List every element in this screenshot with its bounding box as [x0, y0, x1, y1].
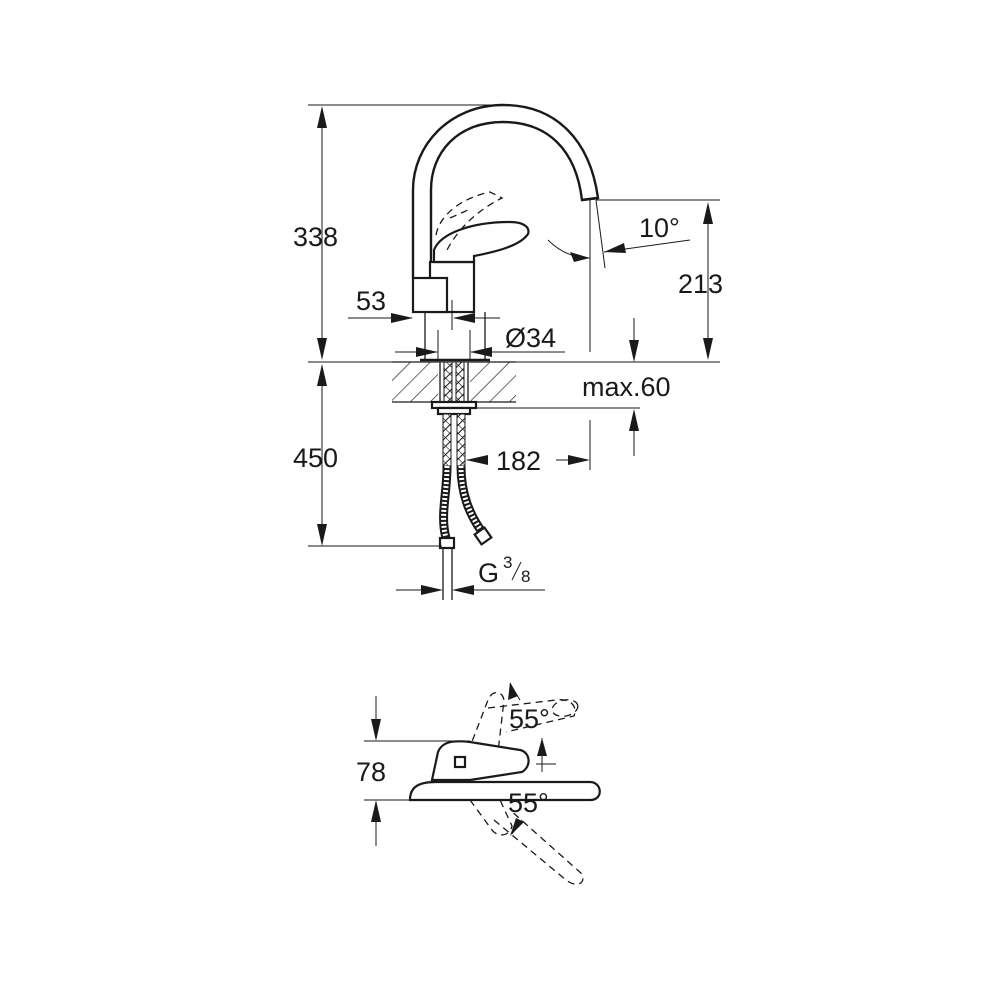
countertop-section	[392, 361, 516, 403]
supply-hoses	[438, 413, 493, 600]
connection-stem	[430, 361, 478, 416]
dim-height-total: 338	[293, 104, 500, 360]
dim-spout-height: 213	[596, 199, 723, 360]
lever-handle	[432, 220, 530, 264]
label-g-prefix: G	[478, 558, 499, 588]
label-55-up: 55°	[509, 704, 550, 734]
dim-hole-diameter: Ø34	[395, 323, 565, 360]
label-10deg: 10°	[639, 213, 680, 243]
dim-rotation-down: 55°	[508, 788, 549, 836]
label-d34: Ø34	[505, 323, 556, 353]
lever-top-view	[408, 740, 601, 802]
label-max60: max.60	[582, 372, 671, 402]
dim-hose-length: 450	[293, 364, 442, 547]
label-g-denominator: 8	[521, 567, 530, 586]
lever-rotated-down	[469, 799, 584, 885]
label-53: 53	[356, 286, 386, 316]
side-view: 338 450 213 10°	[293, 103, 723, 600]
dim-body-offset: 53	[348, 286, 500, 330]
dim-counter-thickness: max.60	[476, 318, 671, 456]
lever-rotated-up	[467, 691, 579, 753]
lever-handle-raised	[435, 191, 504, 253]
label-213: 213	[678, 269, 723, 299]
dim-spout-reach: 182	[466, 420, 591, 476]
dim-connection-thread: G 3 8	[396, 553, 545, 595]
label-182: 182	[496, 446, 541, 476]
label-78: 78	[356, 757, 386, 787]
label-450: 450	[293, 443, 338, 473]
top-view: 78 55° 55°	[356, 682, 601, 885]
label-338: 338	[293, 222, 338, 252]
dim-spout-angle: 10°	[547, 199, 691, 352]
dim-rotation-up: 55°	[508, 682, 556, 772]
label-g-numerator: 3	[503, 553, 512, 572]
dim-handle-depth: 78	[356, 696, 470, 846]
label-55-down: 55°	[508, 788, 549, 818]
